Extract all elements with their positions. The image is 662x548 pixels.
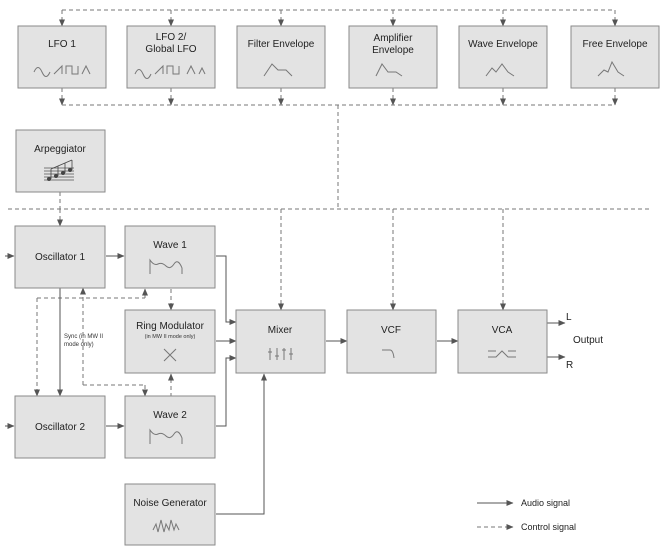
waveforms-icon <box>33 64 91 77</box>
ring-mod-cross-icon <box>163 348 177 362</box>
oscillator1-label: Oscillator 1 <box>35 252 85 263</box>
filter-envelope-block: Filter Envelope <box>236 25 326 89</box>
lowpass-filter-icon <box>382 349 395 359</box>
arpeggiator-label: Arpeggiator <box>34 144 86 155</box>
filter-envelope-label: Filter Envelope <box>248 39 315 50</box>
amplifier-envelope-label-line1: Amplifier <box>374 33 414 44</box>
vca-label: VCA <box>492 325 513 336</box>
output-right-label: R <box>566 360 573 371</box>
wave-icon <box>149 258 183 274</box>
lfo1-block: LFO 1 <box>17 25 107 89</box>
vcf-block: VCF <box>346 309 437 374</box>
legend-control-label: Control signal <box>521 522 576 532</box>
envelope-icon <box>263 63 293 77</box>
sliders-icon <box>268 348 293 360</box>
amplifier-envelope-label-line2: Envelope <box>372 45 414 56</box>
sync-note-line1: Sync (in MW II <box>64 334 103 340</box>
lfo2-block: LFO 2/ Global LFO <box>126 25 216 89</box>
legend-audio-label: Audio signal <box>521 498 570 508</box>
oscillator1-block: Oscillator 1 <box>14 225 106 289</box>
lfo1-label: LFO 1 <box>48 39 76 50</box>
lfo2-label-line2: Global LFO <box>145 44 196 55</box>
oscillator2-block: Oscillator 2 <box>14 395 106 459</box>
wave-envelope-block: Wave Envelope <box>458 25 548 89</box>
vca-block: VCA <box>457 309 548 374</box>
free-envelope-label: Free Envelope <box>582 39 647 50</box>
wave-icon <box>149 428 183 444</box>
lfo2-label-line1: LFO 2/ <box>156 32 187 43</box>
wave1-label: Wave 1 <box>153 240 187 251</box>
arpeggiator-block: Arpeggiator <box>15 129 106 193</box>
music-notes-icon <box>44 159 74 181</box>
amplifier-envelope-block: Amplifier Envelope <box>348 25 438 89</box>
wave-envelope-label: Wave Envelope <box>468 39 538 50</box>
envelope-icon <box>485 63 515 77</box>
audio-lines <box>5 253 566 515</box>
noise-icon <box>152 519 180 533</box>
noise-generator-block: Noise Generator <box>124 483 216 546</box>
ring-modulator-label: Ring Modulator <box>136 321 204 332</box>
wave2-block: Wave 2 <box>124 395 216 459</box>
envelope-icon <box>375 63 403 77</box>
output-left-label: L <box>566 312 572 323</box>
wave2-label: Wave 2 <box>153 410 187 421</box>
waveforms-icon <box>134 64 206 79</box>
free-envelope-block: Free Envelope <box>570 25 660 89</box>
mixer-block: Mixer <box>235 309 326 374</box>
wave1-block: Wave 1 <box>124 225 216 289</box>
vcf-label: VCF <box>381 325 401 336</box>
sync-note-line2: mode only) <box>64 342 94 348</box>
vca-curve-icon <box>488 350 516 358</box>
noise-generator-label: Noise Generator <box>133 498 207 509</box>
oscillator2-label: Oscillator 2 <box>35 422 85 433</box>
ring-modulator-note: (in MW II mode only) <box>145 334 196 340</box>
ring-modulator-block: Ring Modulator (in MW II mode only) <box>124 309 216 374</box>
mixer-label: Mixer <box>268 325 293 336</box>
envelope-icon <box>597 60 625 77</box>
output-label: Output <box>573 335 603 346</box>
control-lines <box>8 9 650 530</box>
